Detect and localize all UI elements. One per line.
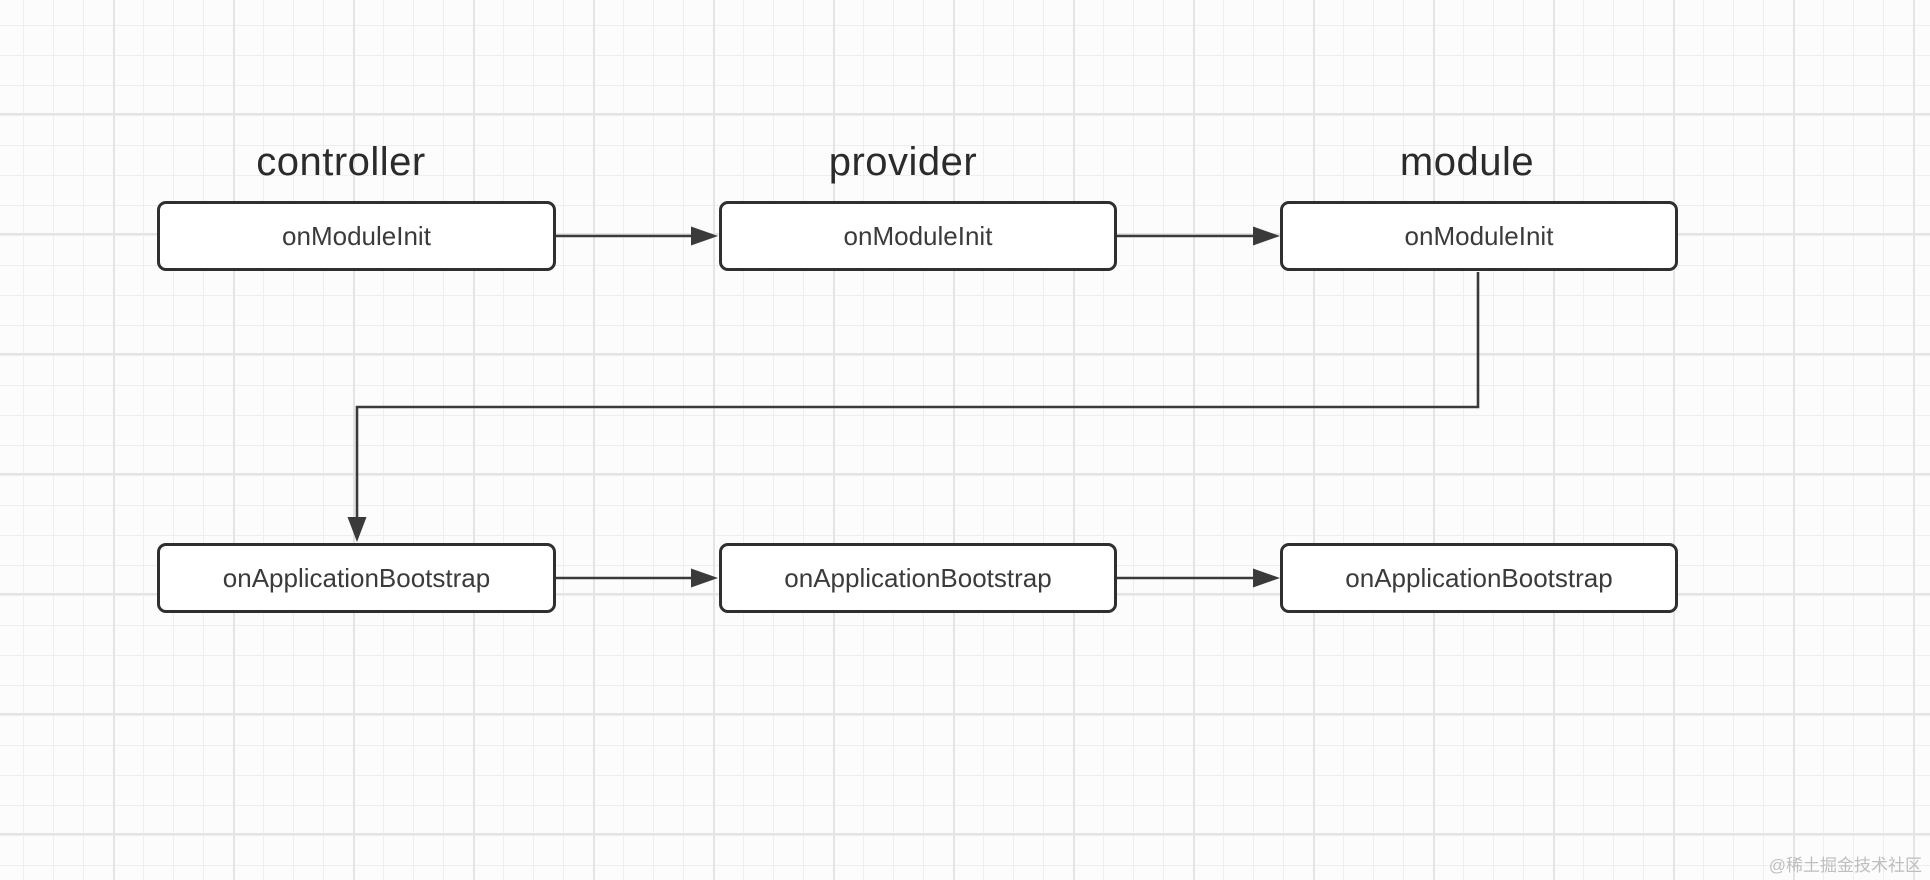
arrow-onmoduleinit-provider-to-module [1117, 226, 1280, 246]
node-module-onapplicationbootstrap: onApplicationBootstrap [1280, 543, 1678, 613]
node-module-onmoduleinit: onModuleInit [1280, 201, 1678, 271]
arrow-onapplicationbootstrap-controller-to-provider [556, 568, 718, 588]
node-controller-onmoduleinit: onModuleInit [157, 201, 556, 271]
watermark-juejin: @稀土掘金技术社区 [1768, 856, 1922, 875]
column-header-provider: provider [828, 140, 978, 184]
node-provider-onapplicationbootstrap: onApplicationBootstrap [719, 543, 1117, 613]
column-header-module: module [1399, 140, 1535, 184]
arrow-onmoduleinit-to-onapplicationbootstrap [347, 272, 1480, 542]
arrow-onmoduleinit-controller-to-provider [556, 226, 718, 246]
node-provider-onmoduleinit: onModuleInit [719, 201, 1117, 271]
column-header-controller: controller [256, 140, 426, 184]
node-controller-onapplicationbootstrap: onApplicationBootstrap [157, 543, 556, 613]
arrow-onapplicationbootstrap-provider-to-module [1117, 568, 1280, 588]
